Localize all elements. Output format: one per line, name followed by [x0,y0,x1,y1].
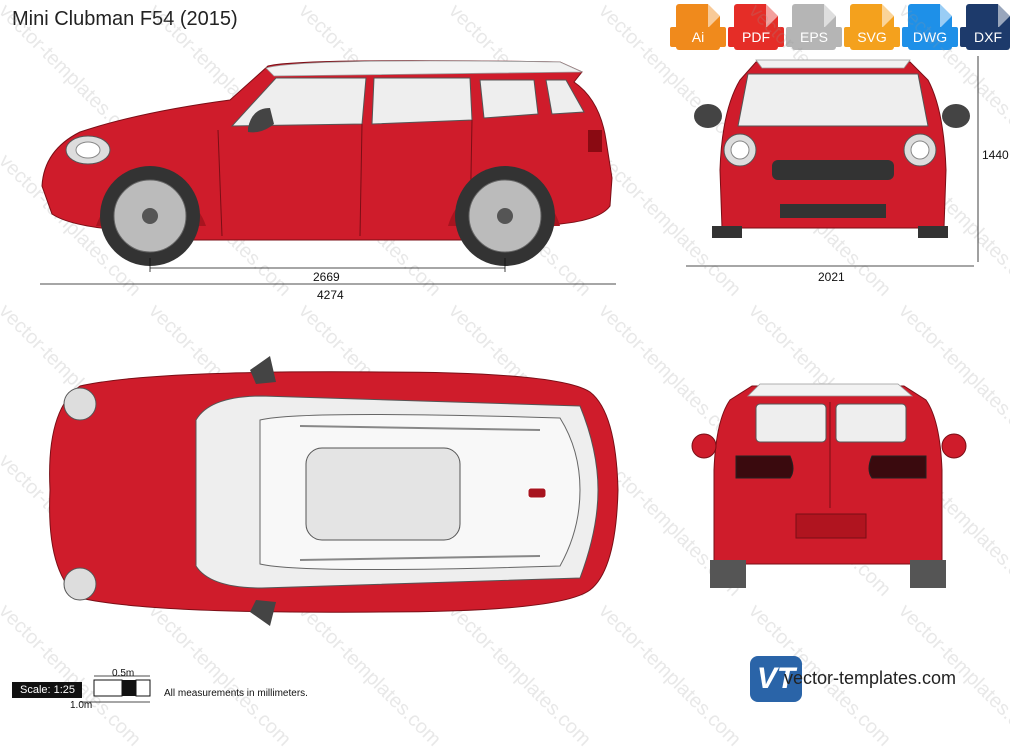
length-label: 4274 [317,288,344,302]
front-view [686,56,979,267]
format-button-dwg[interactable]: DWG [902,4,958,50]
file-fold-icon [940,4,952,28]
format-button-pdf[interactable]: PDF [728,4,784,50]
rear-view [691,383,967,588]
wheelbase-label: 2669 [313,270,340,284]
format-button-dxf[interactable]: DXF [960,4,1010,50]
brand-logo[interactable]: VT [750,656,802,702]
measurement-note: All measurements in millimeters. [164,688,308,699]
format-label: DXF [960,27,1010,47]
format-label: Ai [670,27,726,47]
page-title: Mini Clubman F54 (2015) [12,8,238,30]
format-label: SVG [844,27,900,47]
car-blueprint [40,56,979,703]
scale-label: Scale: 1:25 [12,682,82,698]
format-label: EPS [786,27,842,47]
file-fold-icon [882,4,894,28]
brand-site-link[interactable]: vector-templates.com [784,668,957,688]
format-button-ai[interactable]: Ai [670,4,726,50]
file-fold-icon [998,4,1010,28]
top-view [49,356,619,626]
format-label: PDF [728,27,784,47]
scale-one-meter: 1.0m [70,700,93,711]
scale-bar [80,675,151,703]
format-label: DWG [902,27,958,47]
file-fold-icon [824,4,836,28]
format-button-eps[interactable]: EPS [786,4,842,50]
side-view [40,60,616,285]
file-fold-icon [766,4,778,28]
width-label: 2021 [818,270,845,284]
format-button-svg[interactable]: SVG [844,4,900,50]
height-label: 1440 [982,148,1009,162]
scale-half-meter: 0.5m [112,668,135,679]
file-fold-icon [708,4,720,28]
